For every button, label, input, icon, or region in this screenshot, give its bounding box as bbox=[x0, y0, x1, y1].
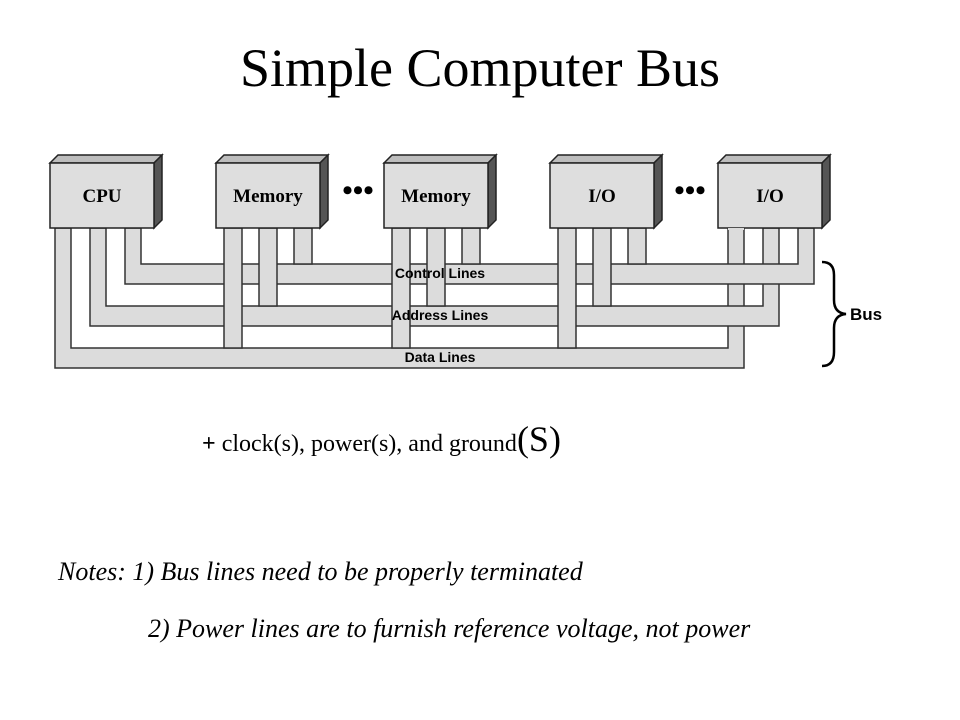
module-io-1: I/O bbox=[548, 153, 664, 230]
data-lines-label: Data Lines bbox=[405, 349, 476, 365]
note-1: Notes: 1) Bus lines need to be properly … bbox=[58, 557, 583, 586]
module-drops bbox=[223, 227, 647, 349]
extra-signals-note: + clock(s), power(s), and ground(S) bbox=[202, 418, 561, 460]
io2-drops bbox=[728, 228, 744, 230]
module-label: I/O bbox=[756, 186, 783, 207]
page-title: Simple Computer Bus bbox=[239, 38, 720, 98]
module-label: CPU bbox=[82, 186, 121, 207]
ellipsis-1: ••• bbox=[342, 174, 374, 207]
control-lines-label: Control Lines bbox=[395, 265, 485, 281]
address-lines-label: Address Lines bbox=[392, 307, 489, 323]
plus-sign: + bbox=[202, 431, 216, 457]
module-label: Memory bbox=[233, 186, 303, 207]
module-cpu: CPU bbox=[48, 153, 164, 230]
modules: CPU Memory Memory I/O I/O bbox=[48, 153, 832, 230]
extra-signals-text: clock(s), power(s), and ground bbox=[215, 431, 517, 457]
module-io-2: I/O bbox=[716, 153, 832, 230]
module-label: I/O bbox=[588, 186, 615, 207]
module-memory-2: Memory bbox=[382, 153, 498, 230]
bus-label: Bus bbox=[850, 305, 882, 324]
extra-signals-suffix: (S) bbox=[516, 419, 561, 459]
module-label: Memory bbox=[401, 186, 471, 207]
ellipsis-2: ••• bbox=[674, 174, 706, 207]
bus-brace bbox=[821, 260, 847, 368]
module-memory-1: Memory bbox=[214, 153, 330, 230]
note-2: 2) Power lines are to furnish reference … bbox=[148, 614, 751, 643]
bus-diagram: CPU Memory Memory I/O I/O bbox=[48, 153, 882, 369]
